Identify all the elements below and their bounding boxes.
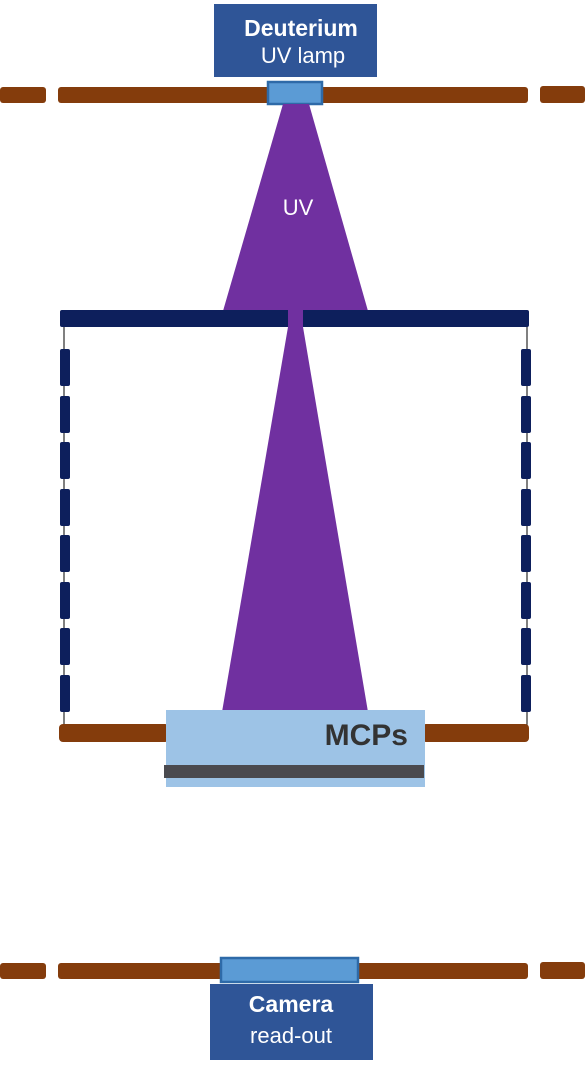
camera-box: Camera read-out: [210, 984, 373, 1060]
mcp-label: MCPs: [325, 719, 408, 752]
top-flange-right-segment: [540, 86, 585, 103]
camera-window-icon: [219, 956, 360, 984]
uv-aperture: [288, 310, 303, 327]
lamp-subtitle: UV lamp: [261, 43, 345, 68]
mcp-plate-bar: [164, 765, 424, 778]
uv-beam-label: UV: [283, 195, 314, 220]
top-flange-left-segment: [0, 87, 46, 103]
uv-beam-lower: [222, 327, 368, 712]
right-electrode-dashed: [521, 349, 531, 712]
detector-flange: [59, 724, 529, 742]
detector-flange-left: [59, 724, 169, 742]
mcp-detector: MCPs: [164, 710, 425, 787]
left-electrode-dashed: [60, 349, 70, 712]
camera-title: Camera: [249, 991, 334, 1017]
lamp-window-icon: [266, 80, 324, 106]
uv-beam-upper: [223, 104, 368, 311]
detector-flange-right: [422, 724, 529, 742]
camera-subtitle: read-out: [250, 1023, 332, 1048]
lamp-box: Deuterium UV lamp: [214, 4, 377, 77]
bottom-flange-left-segment: [0, 963, 46, 979]
bottom-flange-right-segment: [540, 962, 585, 979]
lamp-title: Deuterium: [244, 15, 358, 41]
